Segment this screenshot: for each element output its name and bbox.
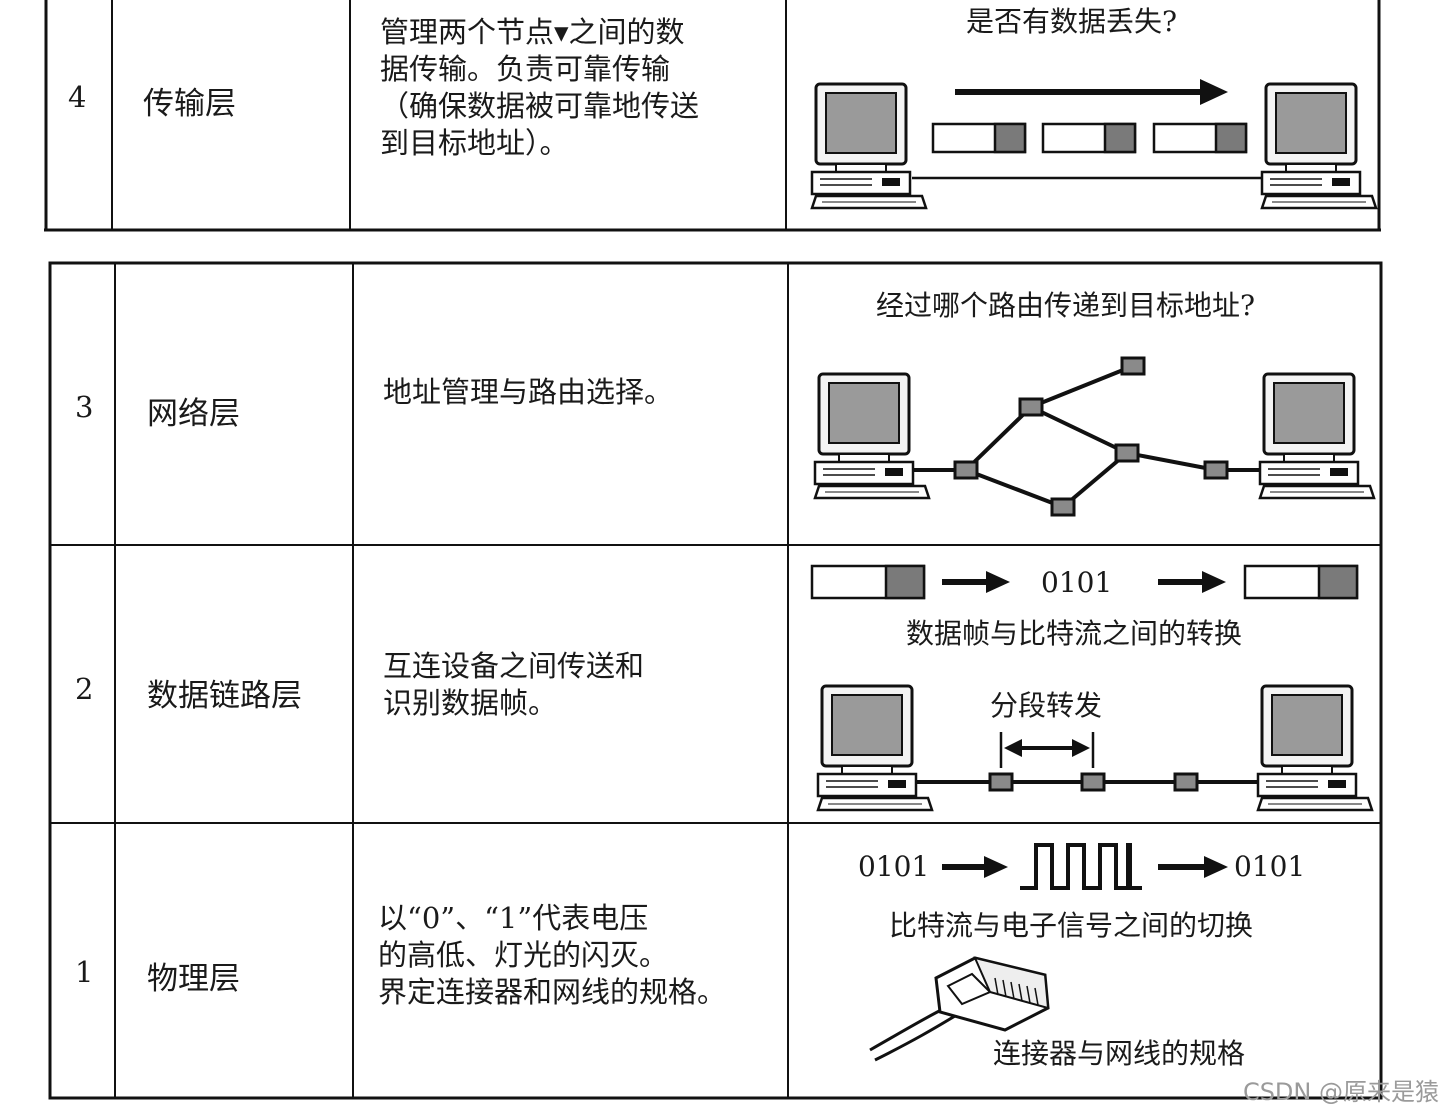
computer-icon: [813, 372, 931, 500]
layer-1-bits-in: 0101: [858, 850, 930, 883]
arrow-head-icon: [1202, 571, 1226, 593]
switch-icon: [988, 772, 1014, 792]
computer-icon: [1260, 82, 1378, 210]
layer-3-description: 地址管理与路由选择。: [383, 375, 674, 409]
layer-2-caption-mid: 分段转发: [990, 689, 1103, 722]
arrow-left-icon: [1004, 739, 1022, 757]
router-icon: [1018, 397, 1044, 417]
arrow-right-icon: [1072, 739, 1090, 757]
layer-2-caption-top: 数据帧与比特流之间的转换: [906, 617, 1243, 650]
arrow-head-icon: [1200, 79, 1228, 105]
square-wave-signal: [1020, 843, 1142, 890]
layer-1-number: 1: [75, 955, 94, 989]
layer-1-name: 物理层: [147, 961, 240, 997]
router-icon: [953, 460, 979, 480]
arrow-head-icon: [1204, 856, 1228, 878]
data-packet-icon: [1041, 122, 1137, 154]
route-lines: [910, 364, 1266, 509]
layer-4-name: 传输层: [143, 86, 236, 122]
computer-icon: [816, 684, 934, 812]
computer-icon: [1258, 372, 1376, 500]
switch-icon: [1173, 772, 1199, 792]
arrow-head-icon: [984, 856, 1008, 878]
layer-3-number: 3: [75, 390, 94, 424]
computer-icon: [810, 82, 928, 210]
layer-3-name: 网络层: [147, 396, 240, 432]
watermark: CSDN @原来是猿: [1242, 1078, 1439, 1106]
arrow-head-icon: [986, 571, 1010, 593]
rj45-connector-icon: [869, 956, 1050, 1062]
layer-2-bits-label: 0101: [1041, 566, 1113, 599]
layer-2-number: 2: [75, 672, 94, 706]
layer-4-description: 管理两个节点▾之间的数 据传输。负责可靠传输 （确保数据被可靠地传送 到目标地址…: [380, 15, 700, 160]
layer-3-caption: 经过哪个路由传递到目标地址?: [876, 289, 1256, 322]
layer-1-caption: 比特流与电子信号之间的切换: [889, 909, 1254, 942]
layer-1-description: 以“0”、“1”代表电压 的高低、灯光的闪灭。 界定连接器和网线的规格。: [378, 901, 727, 1009]
layer-1-diagram: [869, 843, 1228, 1062]
router-icon: [1050, 497, 1076, 517]
layer-4-number: 4: [68, 80, 87, 114]
layer-3-diagram: [813, 356, 1376, 517]
layer-1-caption-bottom: 连接器与网线的规格: [993, 1037, 1246, 1070]
router-icon: [1203, 460, 1229, 480]
computer-icon: [1256, 684, 1374, 812]
layer-2-diagram: [810, 564, 1374, 812]
router-icon: [1114, 443, 1140, 463]
layer-1-bits-out: 0101: [1234, 850, 1306, 883]
router-icon: [1120, 356, 1146, 376]
layer-2-name: 数据链路层: [147, 678, 302, 714]
layer-4-caption: 是否有数据丢失?: [966, 5, 1178, 38]
data-packet-icon: [1152, 122, 1248, 154]
data-packet-icon: [931, 122, 1027, 154]
layer-2-description: 互连设备之间传送和 识别数据帧。: [383, 649, 645, 720]
switch-icon: [1080, 772, 1106, 792]
layer-4-diagram: [810, 79, 1378, 210]
